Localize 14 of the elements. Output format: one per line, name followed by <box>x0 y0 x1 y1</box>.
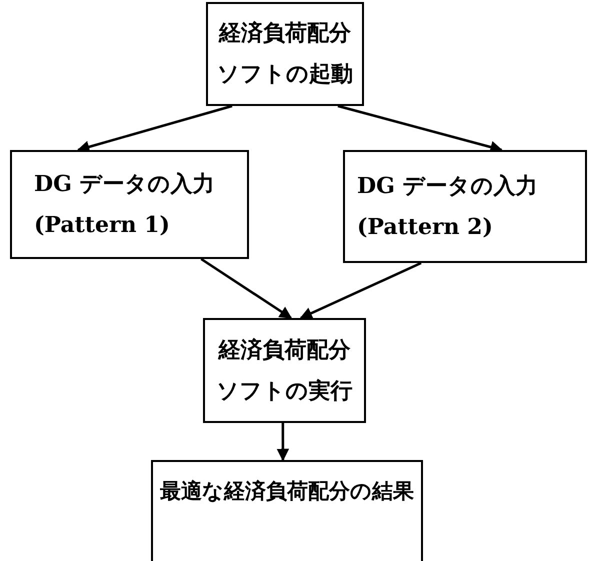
box-label: DG データの入力 (Pattern 2) <box>357 172 539 242</box>
process-box <box>203 318 366 423</box>
box-label: 経済負荷配分ソフトの起動 <box>216 19 354 89</box>
box-label: DG データの入力 (Pattern 1) <box>34 170 216 240</box>
arrow <box>76 104 232 153</box>
arrow <box>276 423 290 462</box>
process-box <box>206 2 364 106</box>
process-box <box>151 460 423 561</box>
arrow <box>200 258 292 320</box>
box-label: 最適な経済負荷配分の結果 <box>160 477 414 505</box>
process-box <box>10 150 249 259</box>
process-box <box>343 150 587 263</box>
arrow <box>300 262 422 320</box>
box-label: 経済負荷配分ソフトの実行 <box>216 336 354 406</box>
